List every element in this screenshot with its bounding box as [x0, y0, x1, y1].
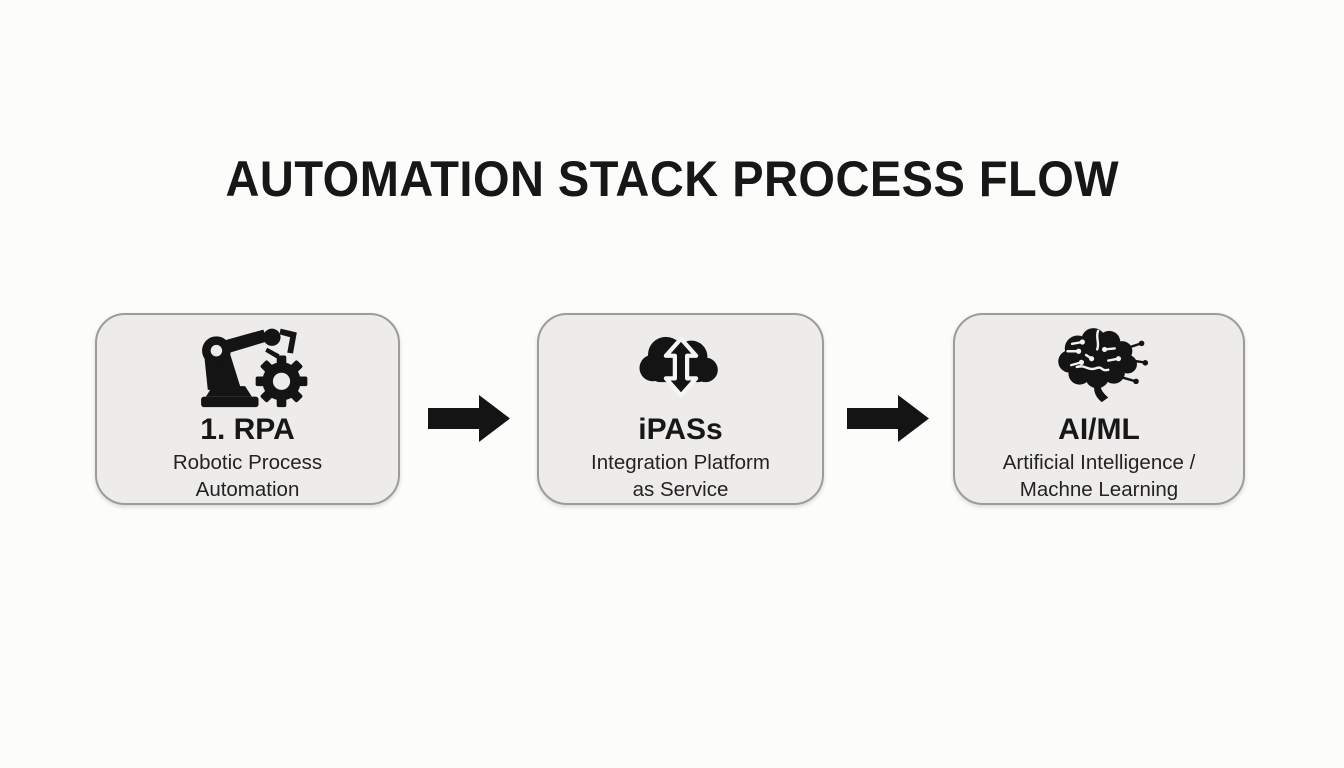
- step-subtitle-line2: Automation: [195, 477, 300, 501]
- page-title: AUTOMATION STACK PROCESS FLOW: [0, 150, 1344, 208]
- step-subtitle-line2: Machne Learning: [1019, 477, 1179, 501]
- step-subtitle: Artificial Intelligence / Machne Learnin…: [1003, 449, 1196, 504]
- cloud-sync-icon: [631, 317, 731, 411]
- robot-arm-gear-icon: [184, 317, 312, 411]
- flow-step-rpa: 1. RPA Robotic Process Automation: [95, 313, 400, 505]
- arrow-right-icon: [428, 395, 510, 442]
- step-heading: AI/ML: [1058, 413, 1140, 446]
- step-subtitle: Integration Platform as Service: [591, 449, 770, 504]
- step-subtitle-line2: as Service: [632, 477, 729, 501]
- step-heading: 1. RPA: [200, 413, 295, 446]
- step-subtitle-line1: Robotic Process: [172, 450, 323, 474]
- brain-circuit-icon: [1049, 317, 1149, 411]
- page-title-text: AUTOMATION STACK PROCESS FLOW: [225, 151, 1119, 207]
- step-subtitle-line1: Artificial Intelligence /: [1002, 450, 1196, 474]
- step-subtitle: Robotic Process Automation: [173, 449, 322, 504]
- flow-step-ipass: iPASs Integration Platform as Service: [537, 313, 824, 505]
- step-heading: iPASs: [638, 413, 723, 446]
- step-subtitle-line1: Integration Platform: [591, 450, 770, 474]
- arrow-right-icon: [847, 395, 929, 442]
- flow-step-aiml: AI/ML Artificial Intelligence / Machne L…: [953, 313, 1245, 505]
